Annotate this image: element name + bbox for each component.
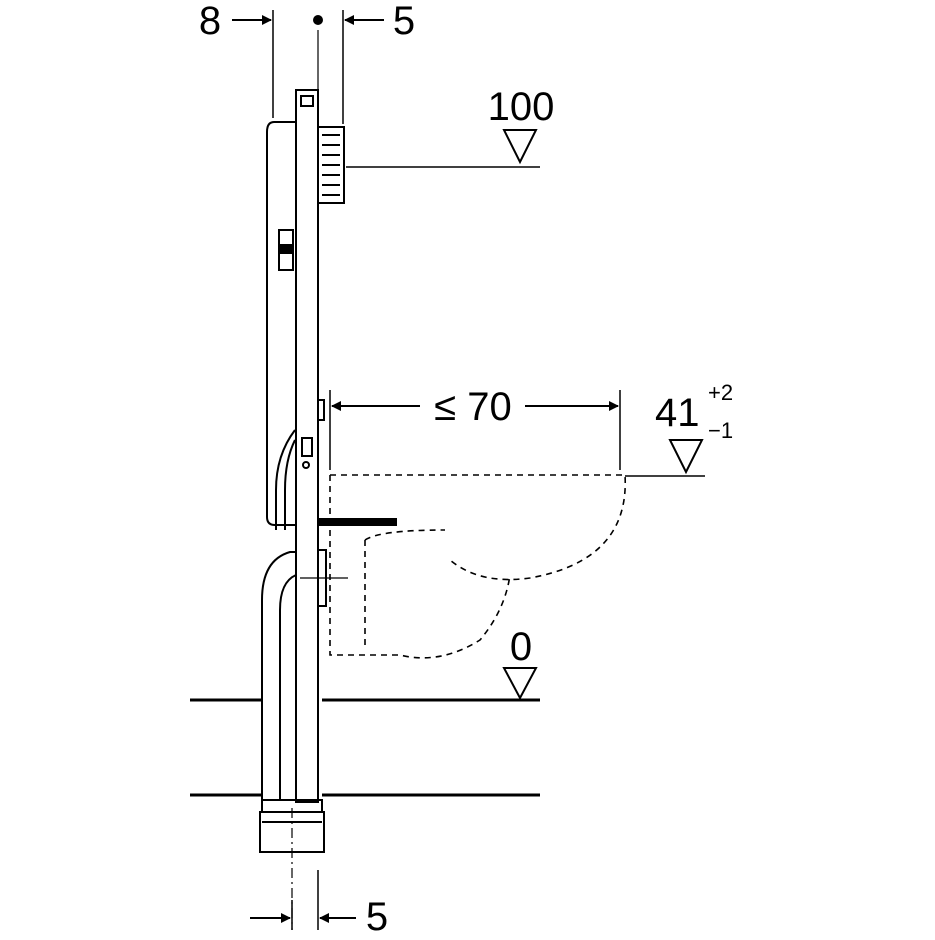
projection-dimension: ≤ 70 [331, 385, 619, 429]
level-marker-seat: 41 +2 −1 [655, 380, 733, 475]
wc-outline-dashed [329, 474, 626, 659]
dim-bottom: 5 [366, 895, 388, 935]
bottom-dimension: 5 [250, 895, 388, 939]
level-top-label: 100 [488, 85, 555, 129]
level-floor-label: 0 [510, 625, 532, 669]
centre-point-icon [313, 15, 323, 25]
level-seat-tol-minus: −1 [708, 418, 733, 443]
level-triangle-icon [668, 439, 704, 475]
top-dimensions: 8 5 [199, 0, 415, 43]
dim-projection: ≤ 70 [434, 385, 512, 429]
level-triangle-icon [502, 129, 538, 165]
level-seat-tol-plus: +2 [708, 380, 733, 405]
dim-top-right: 5 [393, 0, 415, 43]
extension-lines [272, 10, 705, 930]
level-marker-floor: 0 [502, 625, 538, 701]
dim-top-left: 8 [199, 0, 221, 43]
level-marker-top: 100 [488, 85, 555, 165]
level-triangle-icon [502, 667, 538, 701]
floor-lines [190, 698, 540, 797]
level-seat-label: 41 [655, 391, 700, 435]
installation-frame [259, 89, 397, 853]
